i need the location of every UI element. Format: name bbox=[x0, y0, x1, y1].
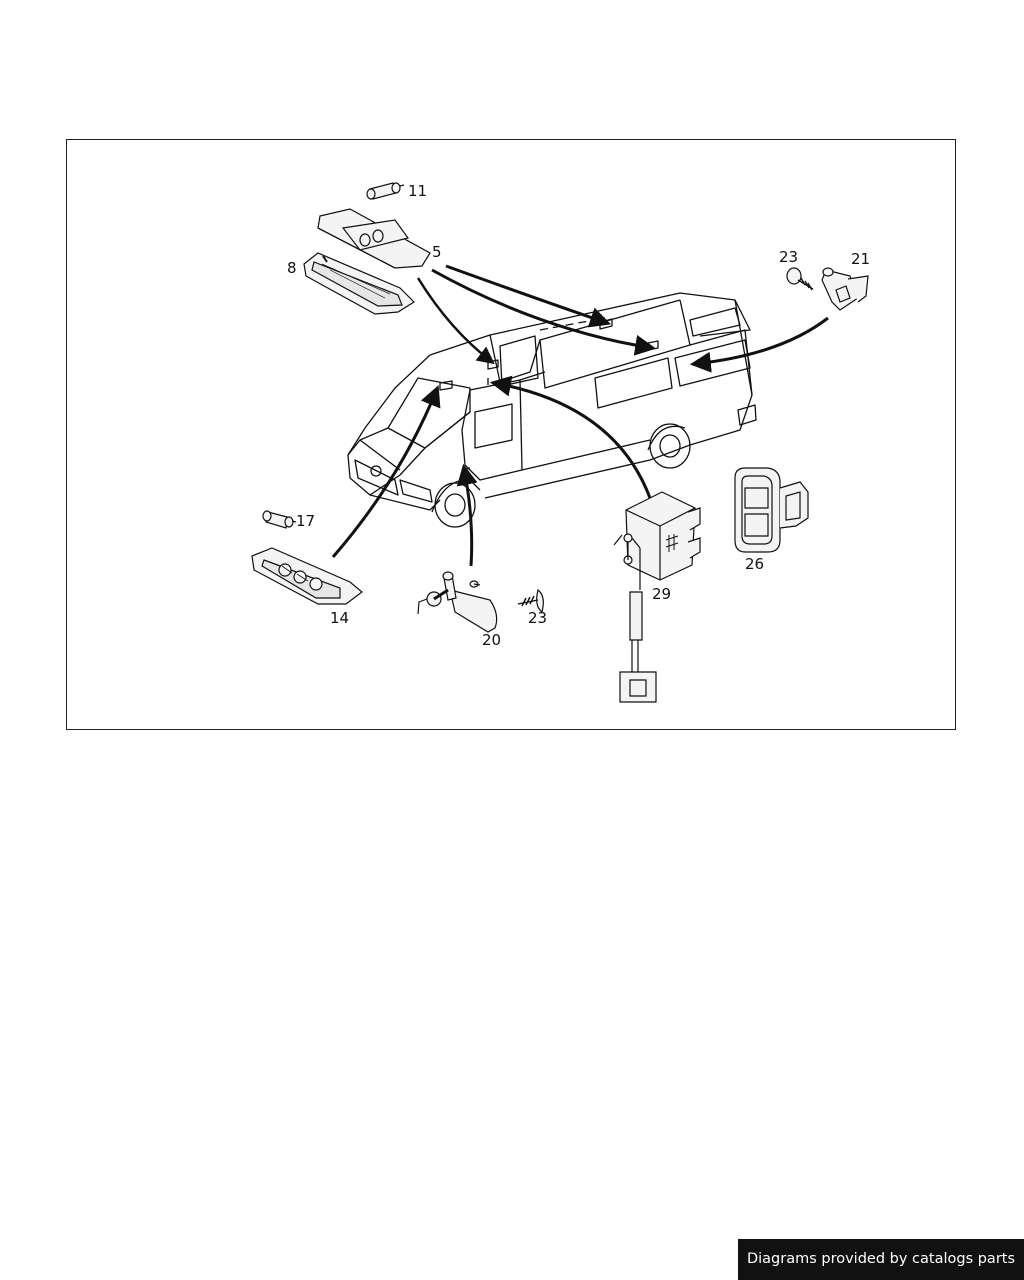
connector-arrows bbox=[331, 264, 829, 567]
footer-credit-badge: Diagrams provided by catalogs parts bbox=[738, 1239, 1024, 1280]
label-5: 5 bbox=[432, 243, 442, 261]
label-14: 14 bbox=[330, 609, 349, 627]
label-26: 26 bbox=[745, 555, 764, 573]
part-8-lens-cover bbox=[303, 252, 415, 315]
part-17-bulb bbox=[262, 510, 297, 529]
part-11-bulb bbox=[366, 182, 405, 200]
part-23-screw-top bbox=[786, 267, 814, 291]
part-21-door-switch bbox=[821, 267, 869, 311]
part-26-switch bbox=[734, 467, 809, 553]
label-8: 8 bbox=[287, 259, 297, 277]
part-5-interior-lamp bbox=[317, 208, 431, 269]
van-illustration bbox=[347, 292, 757, 528]
label-11: 11 bbox=[408, 182, 427, 200]
label-20: 20 bbox=[482, 631, 501, 649]
part-14-reading-lamp bbox=[251, 547, 363, 605]
part-23-screw-bottom bbox=[517, 588, 544, 614]
part-29-switch-harness bbox=[613, 491, 701, 703]
part-labels: 11 5 8 23 21 17 14 20 23 29 26 bbox=[287, 182, 870, 649]
label-29: 29 bbox=[652, 585, 671, 603]
label-23-top: 23 bbox=[779, 248, 798, 266]
label-17: 17 bbox=[296, 512, 315, 530]
part-20-door-contact bbox=[417, 571, 498, 633]
label-21: 21 bbox=[851, 250, 870, 268]
label-23-bottom: 23 bbox=[528, 609, 547, 627]
footer-credit-text: Diagrams provided by catalogs parts bbox=[746, 1251, 1016, 1267]
diagram-frame bbox=[66, 139, 956, 730]
